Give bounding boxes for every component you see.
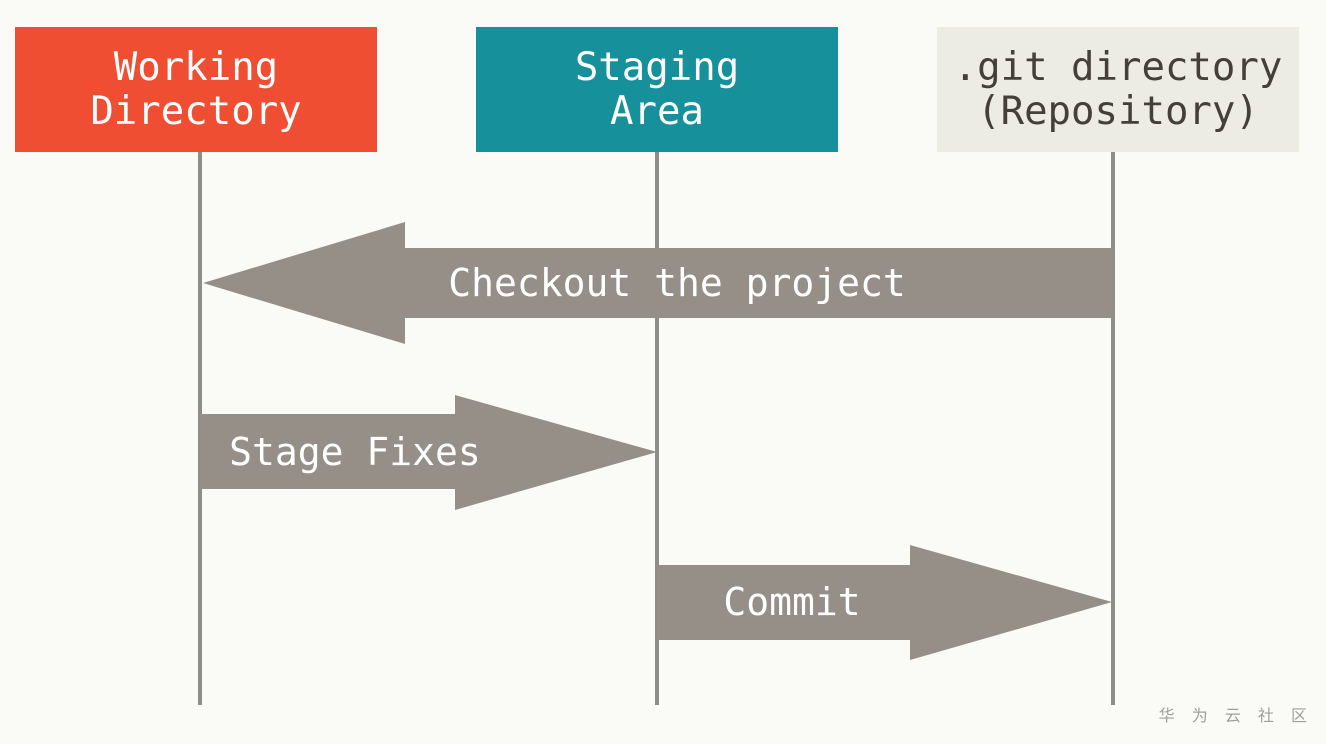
git-directory-lifeline [1111,152,1115,705]
staging-area-box: Staging Area [476,27,838,152]
git-directory-box: .git directory (Repository) [937,27,1299,152]
staging-area-label: Staging Area [574,44,740,134]
checkout-arrow [203,222,1113,344]
working-directory-box: Working Directory [15,27,377,152]
stage-fixes-arrow-label: Stage Fixes [229,430,481,474]
staging-area-lifeline [655,152,659,705]
git-directory-label: .git directory (Repository) [953,44,1283,134]
commit-arrow-label: Commit [723,580,860,624]
working-directory-label: Working Directory [90,44,302,134]
watermark: 华 为 云 社 区 [1158,706,1313,725]
stage-fixes-arrow [200,395,657,510]
checkout-arrow-label: Checkout the project [448,261,906,305]
commit-arrow [657,545,1112,660]
